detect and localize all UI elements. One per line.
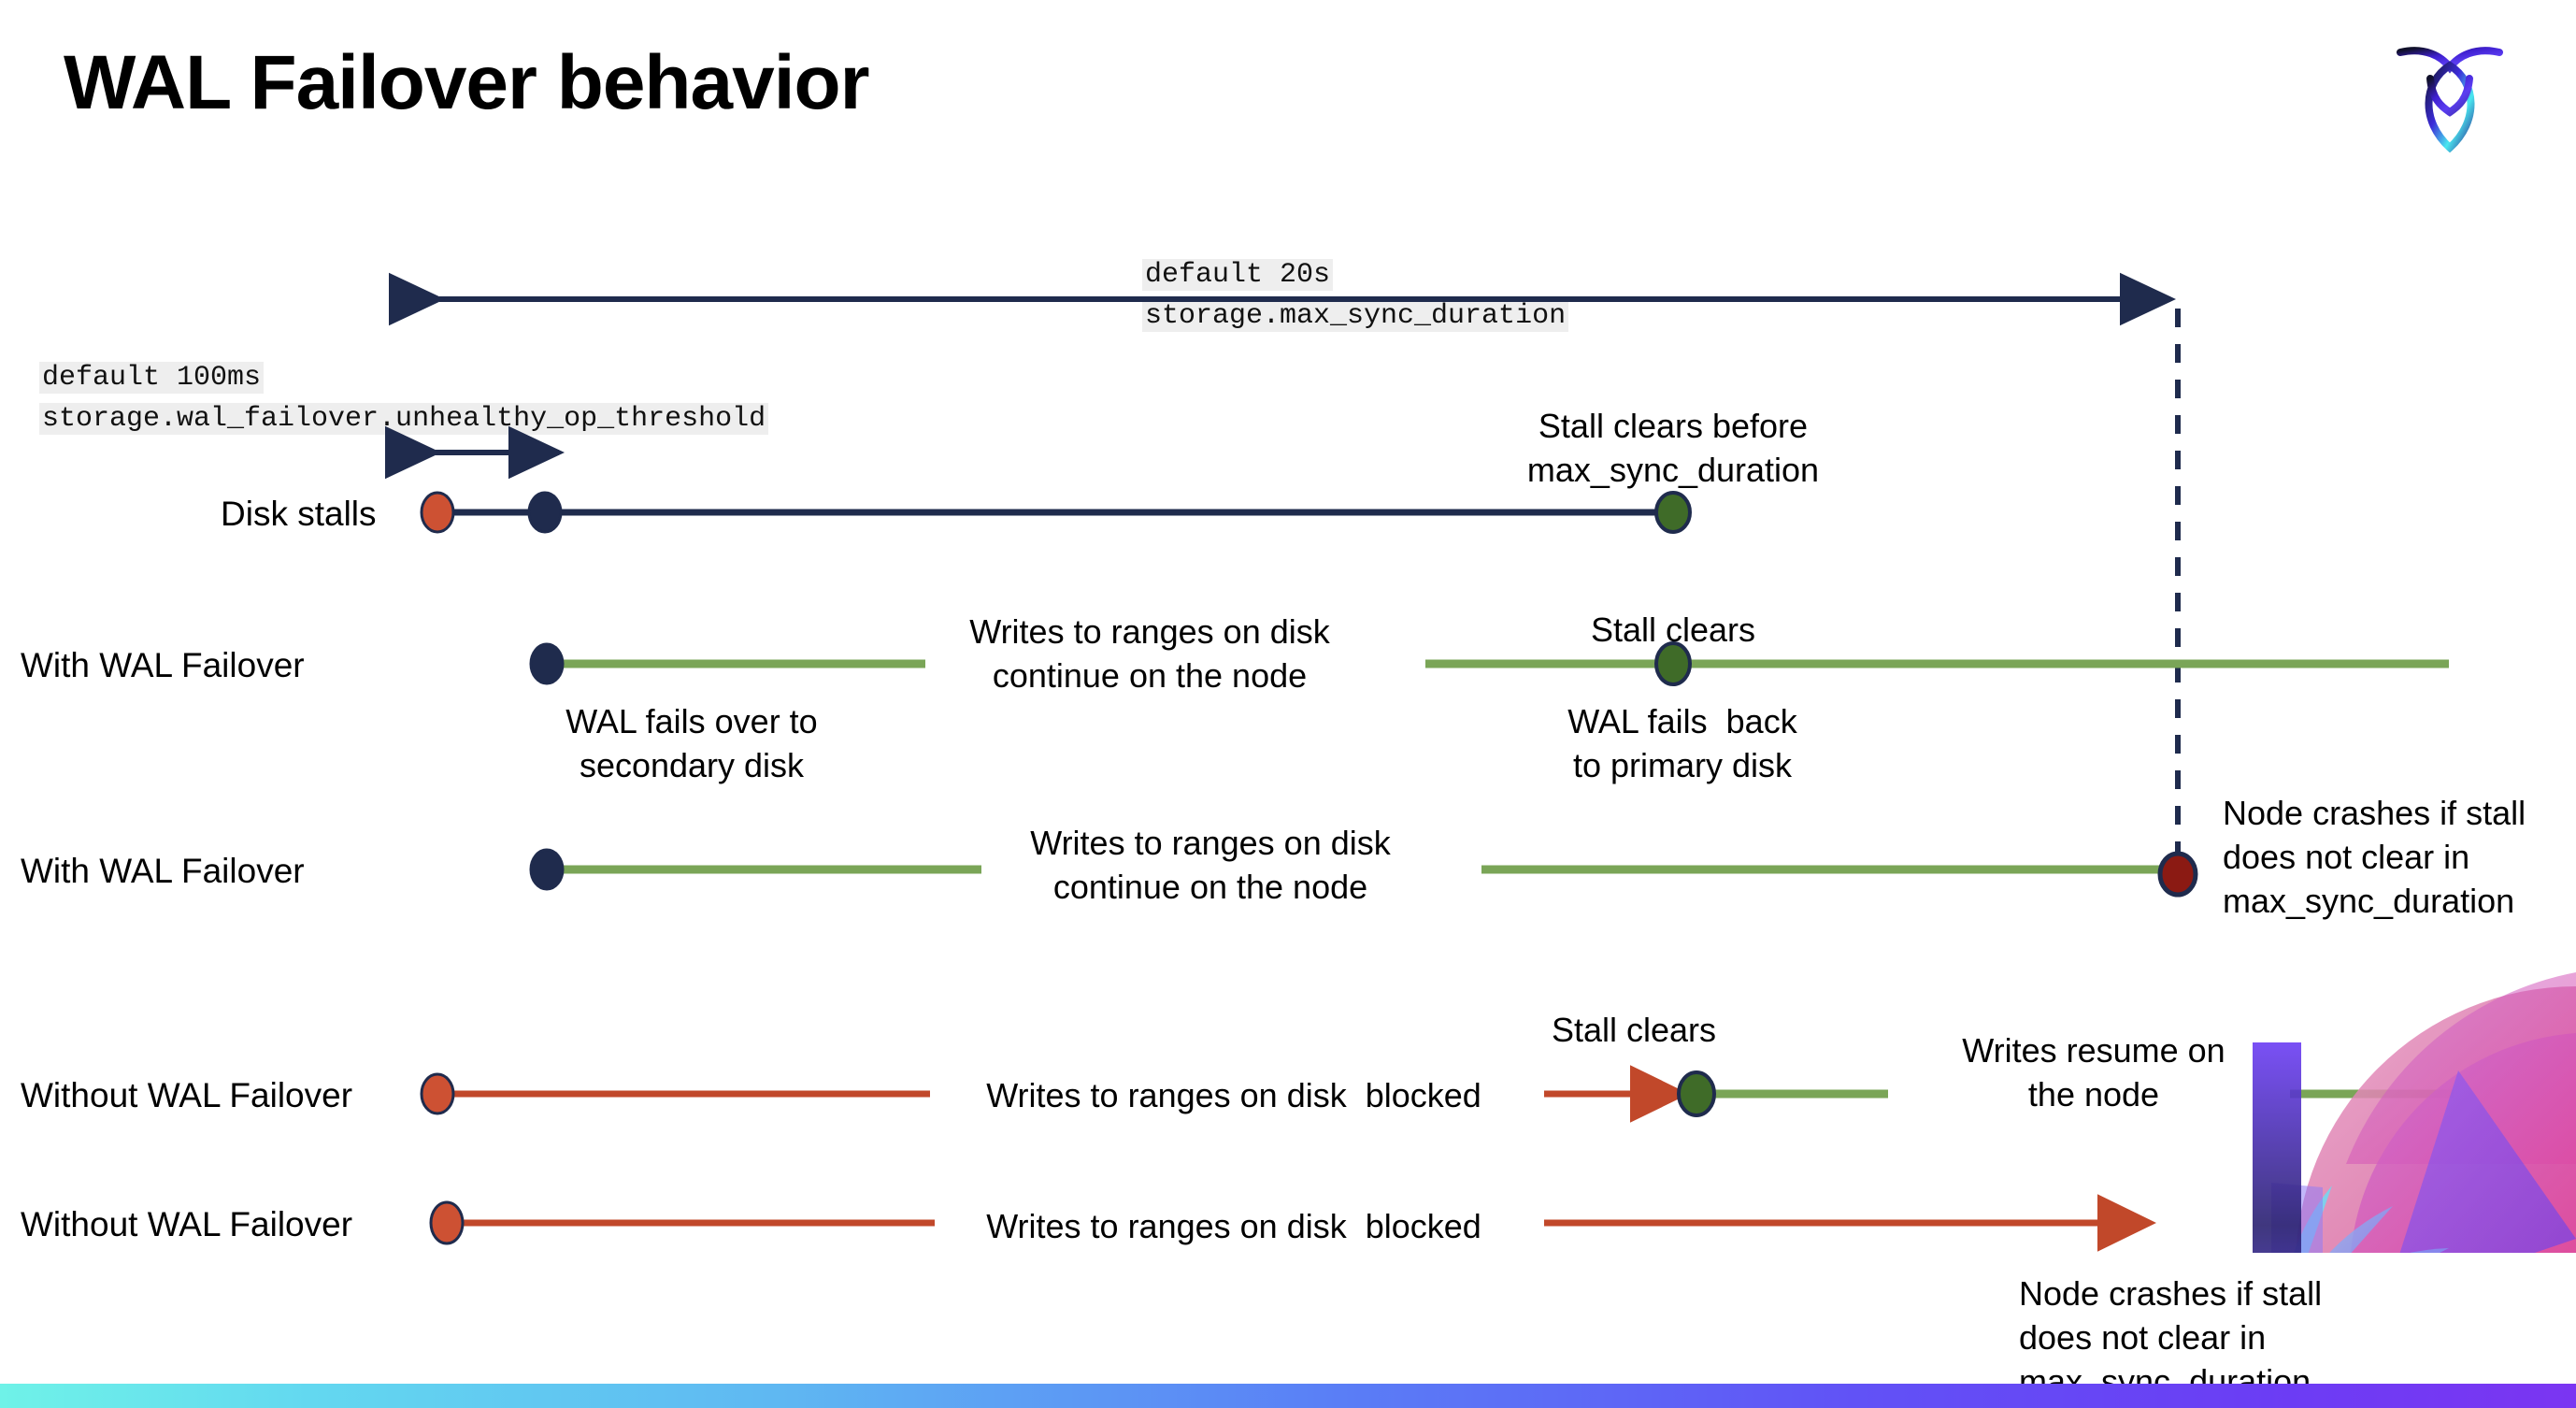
note-wal-fails-back: WAL fails back to primary disk xyxy=(1567,702,1797,784)
marker-stall-clear-green-dot xyxy=(1654,491,1692,534)
row-label-without-wal-failover-2: Without WAL Failover xyxy=(21,1205,353,1243)
timeline-row-disk-stalls xyxy=(420,491,1692,534)
note-writes-resume: Writes resume on the node xyxy=(1962,1031,2225,1113)
timeline-row-with-wal-failover-1 xyxy=(529,641,2449,686)
timeline-row-with-wal-failover-2 xyxy=(529,848,2198,898)
marker-node-crash-dark-red-dot xyxy=(2157,851,2198,898)
marker-failover-navy-dot xyxy=(527,491,563,534)
marker-stall-start-orange-dot xyxy=(420,1072,455,1115)
note-writes-blocked-1: Writes to ranges on disk blocked xyxy=(986,1076,1481,1114)
cockroachdb-logo-icon xyxy=(2389,28,2511,159)
marker-stall-start-orange-dot xyxy=(420,491,455,534)
marker-stall-clear-green-dot xyxy=(1677,1070,1716,1117)
row-label-disk-stalls: Disk stalls xyxy=(221,495,377,533)
marker-stall-clear-green-dot xyxy=(1654,641,1692,686)
note-stall-clears-2: Stall clears xyxy=(1551,1011,1717,1049)
timeline-row-without-wal-failover-2 xyxy=(429,1194,2156,1252)
note-wal-fails-over: WAL fails over to secondary disk xyxy=(565,702,818,784)
annotation-unhealthy-op-threshold: default 100ms storage.wal_failover.unhea… xyxy=(39,357,769,439)
note-writes-blocked-2: Writes to ranges on disk blocked xyxy=(986,1207,1481,1245)
row-label-with-wal-failover-2: With WAL Failover xyxy=(21,852,305,890)
note-writes-continue-1: Writes to ranges on disk continue on the… xyxy=(969,612,1330,695)
row-label-without-wal-failover-1: Without WAL Failover xyxy=(21,1076,353,1114)
marker-failover-navy-dot xyxy=(529,848,565,891)
row-label-with-wal-failover-1: With WAL Failover xyxy=(21,646,305,684)
note-stall-clears-before-max-sync: Stall clears before max_sync_duration xyxy=(1526,407,1820,489)
footer-gradient-bar xyxy=(0,1384,2576,1408)
marker-failover-navy-dot xyxy=(529,642,565,685)
callout-box-background xyxy=(1972,1253,2576,1408)
marker-stall-start-orange-dot xyxy=(429,1200,465,1245)
note-stall-clears-1: Stall clears xyxy=(1590,611,1756,649)
note-node-crashes-right: Node crashes if stall does not clear in … xyxy=(2223,794,2526,920)
note-writes-continue-2: Writes to ranges on disk continue on the… xyxy=(1030,824,1391,906)
annotation-unhealthy-default: default 100ms xyxy=(39,362,265,394)
page-title: WAL Failover behavior xyxy=(64,40,870,125)
